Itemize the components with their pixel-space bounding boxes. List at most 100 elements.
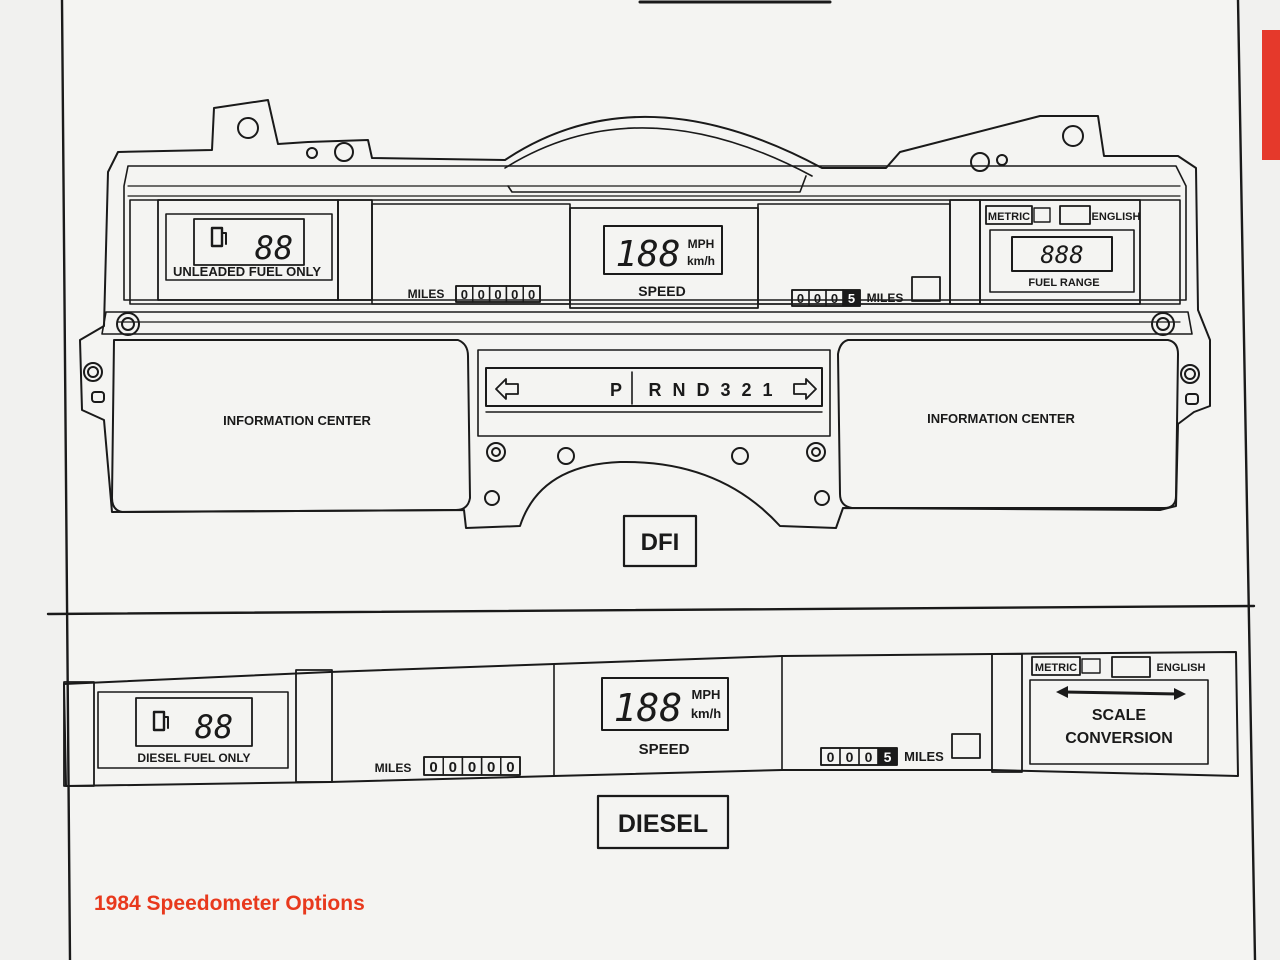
odometer-digit: 5: [848, 291, 855, 306]
diesel-fuel-display: 88 DIESEL FUEL ONLY: [97, 691, 289, 769]
mount-hole: [237, 117, 259, 139]
dfi-info-center-left: INFORMATION CENTER: [111, 339, 471, 513]
speed-unit-kmh: km/h: [687, 254, 715, 268]
speed-digits: 188: [615, 234, 680, 275]
odometer-digit: 0: [511, 287, 518, 302]
edge-tab: [1262, 30, 1280, 160]
diesel-speed-display: 188 MPH km/h SPEED: [601, 677, 729, 758]
mount-hole: [1062, 125, 1084, 147]
odometer-digit: 5: [884, 749, 892, 765]
switch-knob: [1111, 656, 1151, 678]
odometer-digit: 0: [831, 291, 838, 306]
dfi-unit-switch[interactable]: METRIC ENGLISH: [985, 205, 1141, 225]
scale-line2: CONVERSION: [1065, 730, 1173, 747]
dfi-speed-display: 188 MPH km/h SPEED: [603, 225, 723, 299]
mount-hole: [970, 152, 990, 172]
diesel-unit-switch[interactable]: METRIC ENGLISH: [1031, 656, 1206, 678]
odometer-digit: 0: [528, 287, 535, 302]
speed-unit-kmh: km/h: [691, 706, 721, 721]
odometer-digit: 0: [468, 759, 476, 776]
diesel-badge-text: DIESEL: [618, 810, 708, 838]
odometer-cell: [500, 756, 521, 776]
speed-unit-mph: MPH: [688, 237, 715, 251]
odometer-cell: [522, 285, 541, 303]
fuel-pump-icon: [152, 710, 169, 732]
odometer-label: MILES: [375, 761, 412, 775]
odometer-digit: 0: [449, 759, 457, 776]
gear-park: P: [610, 380, 622, 400]
odometer-digit: 0: [506, 759, 514, 776]
diesel-scale-conversion: SCALE CONVERSION: [1029, 679, 1209, 765]
odometer-digit: 0: [846, 749, 854, 765]
dfi-gear-selector: P R N D 3 2 1: [477, 349, 831, 506]
dfi-badge: DFI: [622, 514, 698, 568]
mount-hole: [1180, 364, 1200, 384]
fuel-display-label: UNLEADED FUEL ONLY: [173, 264, 321, 279]
odometer-digit: 0: [814, 291, 821, 306]
odometer-digit: 0: [429, 759, 437, 776]
odometer-cell: [877, 747, 898, 766]
fuel-pump-icon: [210, 226, 227, 248]
odometer-label: MILES: [408, 287, 445, 301]
fuel-display-label: DIESEL FUEL ONLY: [137, 751, 250, 765]
mount-hole: [334, 142, 354, 162]
section-divider: [46, 604, 1256, 616]
switch-metric-label: METRIC: [988, 211, 1030, 223]
mount-hole: [116, 312, 140, 336]
switch-english-label: ENGLISH: [1157, 662, 1206, 674]
odometer-digit: 0: [827, 749, 835, 765]
trip-reset-button[interactable]: [911, 276, 941, 302]
diesel-badge: DIESEL: [596, 794, 730, 850]
speed-unit-mph: MPH: [692, 687, 721, 702]
mount-hole: [996, 154, 1008, 166]
gear-positions: R N D 3 2 1: [648, 380, 775, 400]
mount-hole: [486, 442, 506, 462]
scale-line1: SCALE: [1092, 707, 1147, 724]
switch-english-label: ENGLISH: [1092, 211, 1141, 223]
speed-label: SPEED: [639, 741, 690, 758]
scale-arrow: [1062, 690, 1180, 696]
figure-caption: 1984 Speedometer Options: [94, 892, 365, 915]
mount-hole: [306, 147, 318, 159]
fuel-range-digits: 888: [1040, 241, 1083, 269]
trip-label: MILES: [904, 749, 944, 764]
turn-right-arrow-icon: [793, 378, 817, 400]
paper-sheet: [46, 0, 1280, 960]
fuel-range-label: FUEL RANGE: [1028, 277, 1099, 289]
info-center-right-label: INFORMATION CENTER: [927, 411, 1075, 426]
fuel-display-digits: 88: [255, 229, 294, 267]
turn-left-arrow-icon: [495, 378, 519, 400]
odometer-cell: [842, 289, 861, 307]
fuel-display-digits: 88: [195, 708, 234, 746]
switch-metric-label: METRIC: [1035, 662, 1077, 674]
dfi-fuel-display: 88 UNLEADED FUEL ONLY: [165, 213, 333, 281]
arrow-left-icon: [1056, 686, 1068, 698]
dfi-info-center-right: INFORMATION CENTER: [837, 339, 1179, 509]
speed-label: SPEED: [638, 283, 685, 299]
speed-digits: 188: [614, 686, 683, 730]
dfi-badge-text: DFI: [641, 529, 680, 556]
mount-hole: [806, 442, 826, 462]
odometer-digit: 0: [494, 287, 501, 302]
mount-hole: [1151, 312, 1175, 336]
mount-hole: [83, 362, 103, 382]
arrow-right-icon: [1174, 688, 1186, 700]
odometer-digit: 0: [797, 291, 804, 306]
odometer-digit: 0: [487, 759, 495, 776]
switch-knob: [1059, 205, 1091, 225]
info-center-left-label: INFORMATION CENTER: [223, 413, 371, 428]
odometer-digit: 0: [461, 287, 468, 302]
trip-label: MILES: [867, 291, 904, 305]
dfi-fuel-range: 888 FUEL RANGE: [989, 229, 1135, 293]
trip-reset-button[interactable]: [951, 733, 981, 759]
odometer-digit: 0: [865, 749, 873, 765]
odometer-digit: 0: [478, 287, 485, 302]
